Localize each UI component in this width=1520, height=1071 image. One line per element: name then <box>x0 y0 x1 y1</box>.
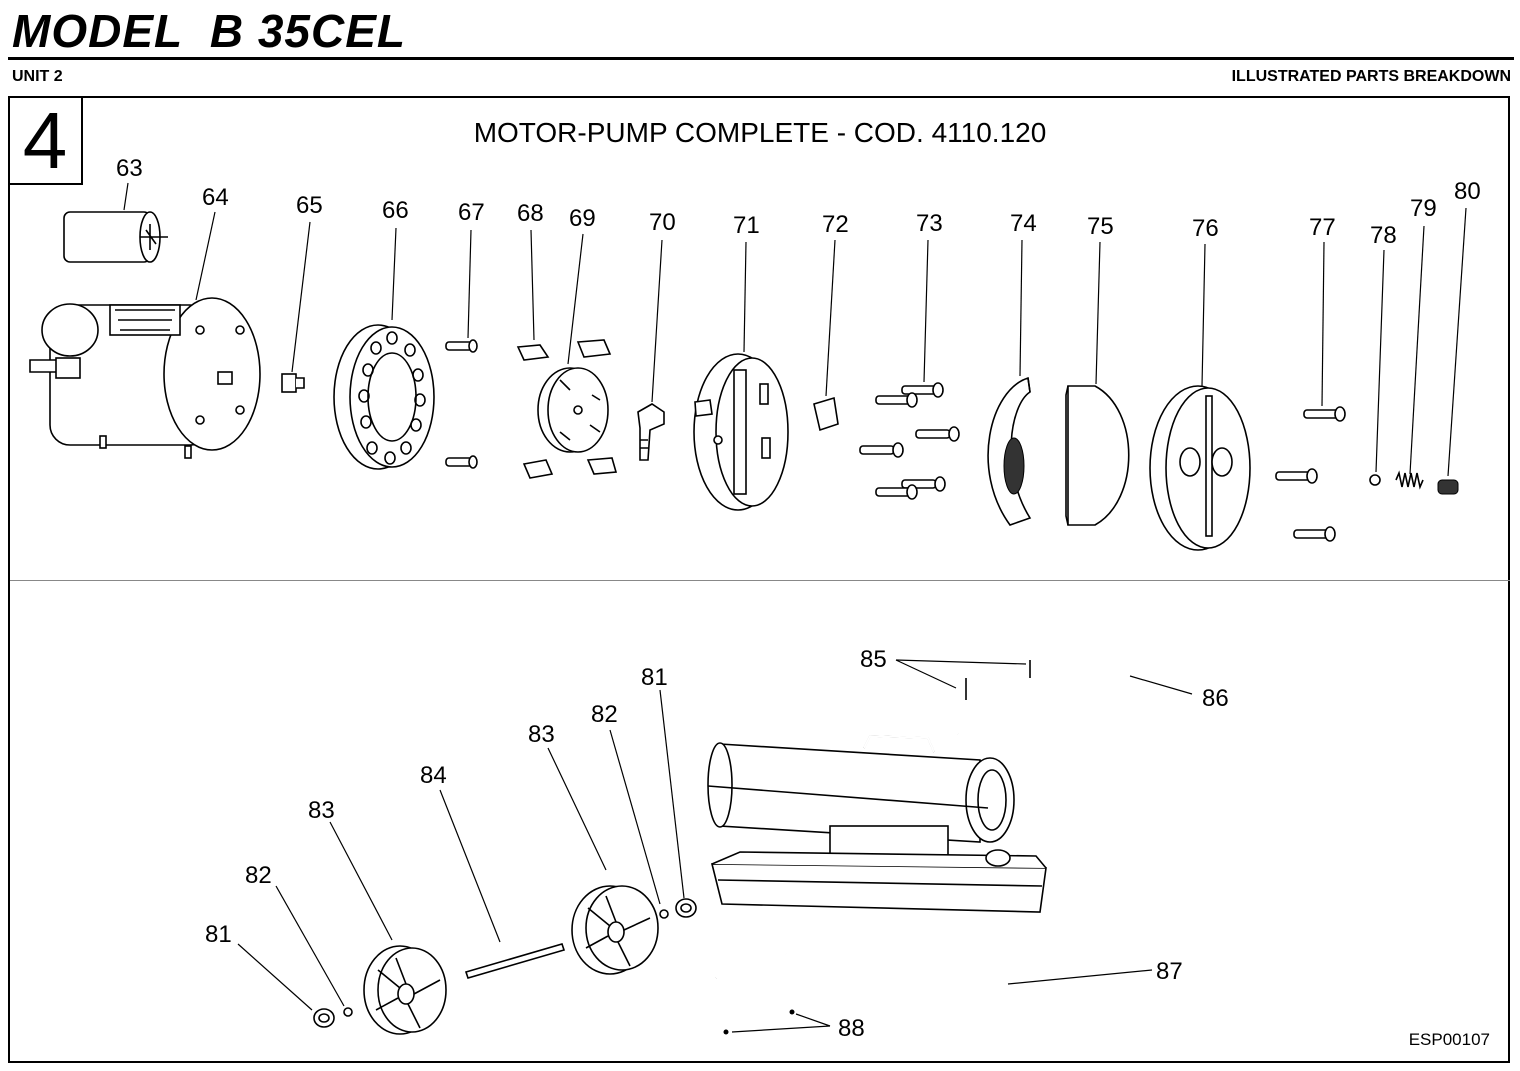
part-74-filter-plate <box>987 376 1032 526</box>
upper-labels: 63 64 65 66 67 68 69 70 71 72 73 74 75 7… <box>116 155 1481 249</box>
label-87: 87 <box>1156 958 1183 985</box>
heater-body <box>707 734 1047 913</box>
label-71: 71 <box>733 212 760 239</box>
section-title: MOTOR-PUMP COMPLETE - COD. 4110.120 <box>473 117 1047 148</box>
part-77-screws <box>1275 406 1346 542</box>
label-78: 78 <box>1370 222 1397 249</box>
label-75: 75 <box>1087 213 1114 240</box>
label-73: 73 <box>916 210 943 237</box>
label-80: 80 <box>1454 178 1481 205</box>
label-81-right: 81 <box>641 664 668 691</box>
lower-leader-lines <box>237 659 1193 1033</box>
section-number: 4 <box>9 97 83 185</box>
label-83-right: 83 <box>528 721 555 748</box>
label-67: 67 <box>458 199 485 226</box>
upper-leader-lines <box>123 182 1467 477</box>
part-73-screws <box>859 382 960 500</box>
part-88-pin-a <box>723 1029 729 1035</box>
label-82-right: 82 <box>591 701 618 728</box>
label-65: 65 <box>296 192 323 219</box>
part-79-spring <box>1395 470 1424 490</box>
title-rule <box>8 57 1514 60</box>
part-70-elbow <box>637 403 665 461</box>
label-84: 84 <box>420 762 447 789</box>
part-84-axle <box>464 943 566 979</box>
part-67-screws <box>445 339 478 469</box>
part-80-adjust-screw <box>1437 479 1459 495</box>
part-64-motor <box>29 297 261 459</box>
part-82-cap-right <box>659 909 669 919</box>
section-divider <box>10 580 1510 581</box>
part-87-frame <box>714 923 1003 1041</box>
part-75-filter <box>1065 385 1130 526</box>
label-88: 88 <box>838 1015 865 1042</box>
label-68: 68 <box>517 200 544 227</box>
part-69-rotor <box>537 367 609 453</box>
part-71-pump-body <box>693 353 789 511</box>
label-69: 69 <box>569 205 596 232</box>
label-66: 66 <box>382 197 409 224</box>
document-code: ESP00107 <box>1408 1030 1490 1049</box>
label-79: 79 <box>1410 195 1437 222</box>
label-85: 85 <box>860 646 887 673</box>
part-68-vanes <box>516 339 618 479</box>
label-70: 70 <box>649 209 676 236</box>
label-81-left: 81 <box>205 921 232 948</box>
part-76-pump-cover <box>1149 385 1251 551</box>
unit-label: UNIT 2 <box>12 68 63 85</box>
part-81-washer-left <box>313 1008 335 1028</box>
label-77: 77 <box>1309 214 1336 241</box>
model-title: MODEL B 35CEL <box>12 5 406 57</box>
label-72: 72 <box>822 211 849 238</box>
part-66-coupling <box>333 324 435 470</box>
label-83-left: 83 <box>308 797 335 824</box>
part-83-wheel-left <box>363 945 447 1035</box>
label-64: 64 <box>202 184 229 211</box>
label-82-left: 82 <box>245 862 272 889</box>
part-63-capacitor <box>63 211 168 263</box>
part-82-cap-left <box>343 1007 353 1017</box>
part-81-washer-right <box>675 898 697 918</box>
lower-labels: 81 82 83 84 83 82 81 85 86 87 88 <box>205 646 1229 1042</box>
part-72-plug <box>813 396 839 432</box>
section-type-label: ILLUSTRATED PARTS BREAKDOWN <box>1231 68 1511 85</box>
part-83-wheel-right <box>571 885 659 975</box>
diagram-frame <box>8 96 1510 1063</box>
label-63: 63 <box>116 155 143 182</box>
part-86-handle <box>957 603 1145 743</box>
label-76: 76 <box>1192 215 1219 242</box>
part-78-ball <box>1369 474 1381 486</box>
label-86: 86 <box>1202 685 1229 712</box>
part-88-pin-b <box>789 1009 795 1015</box>
label-74: 74 <box>1010 210 1037 237</box>
part-65-connector <box>281 373 305 393</box>
